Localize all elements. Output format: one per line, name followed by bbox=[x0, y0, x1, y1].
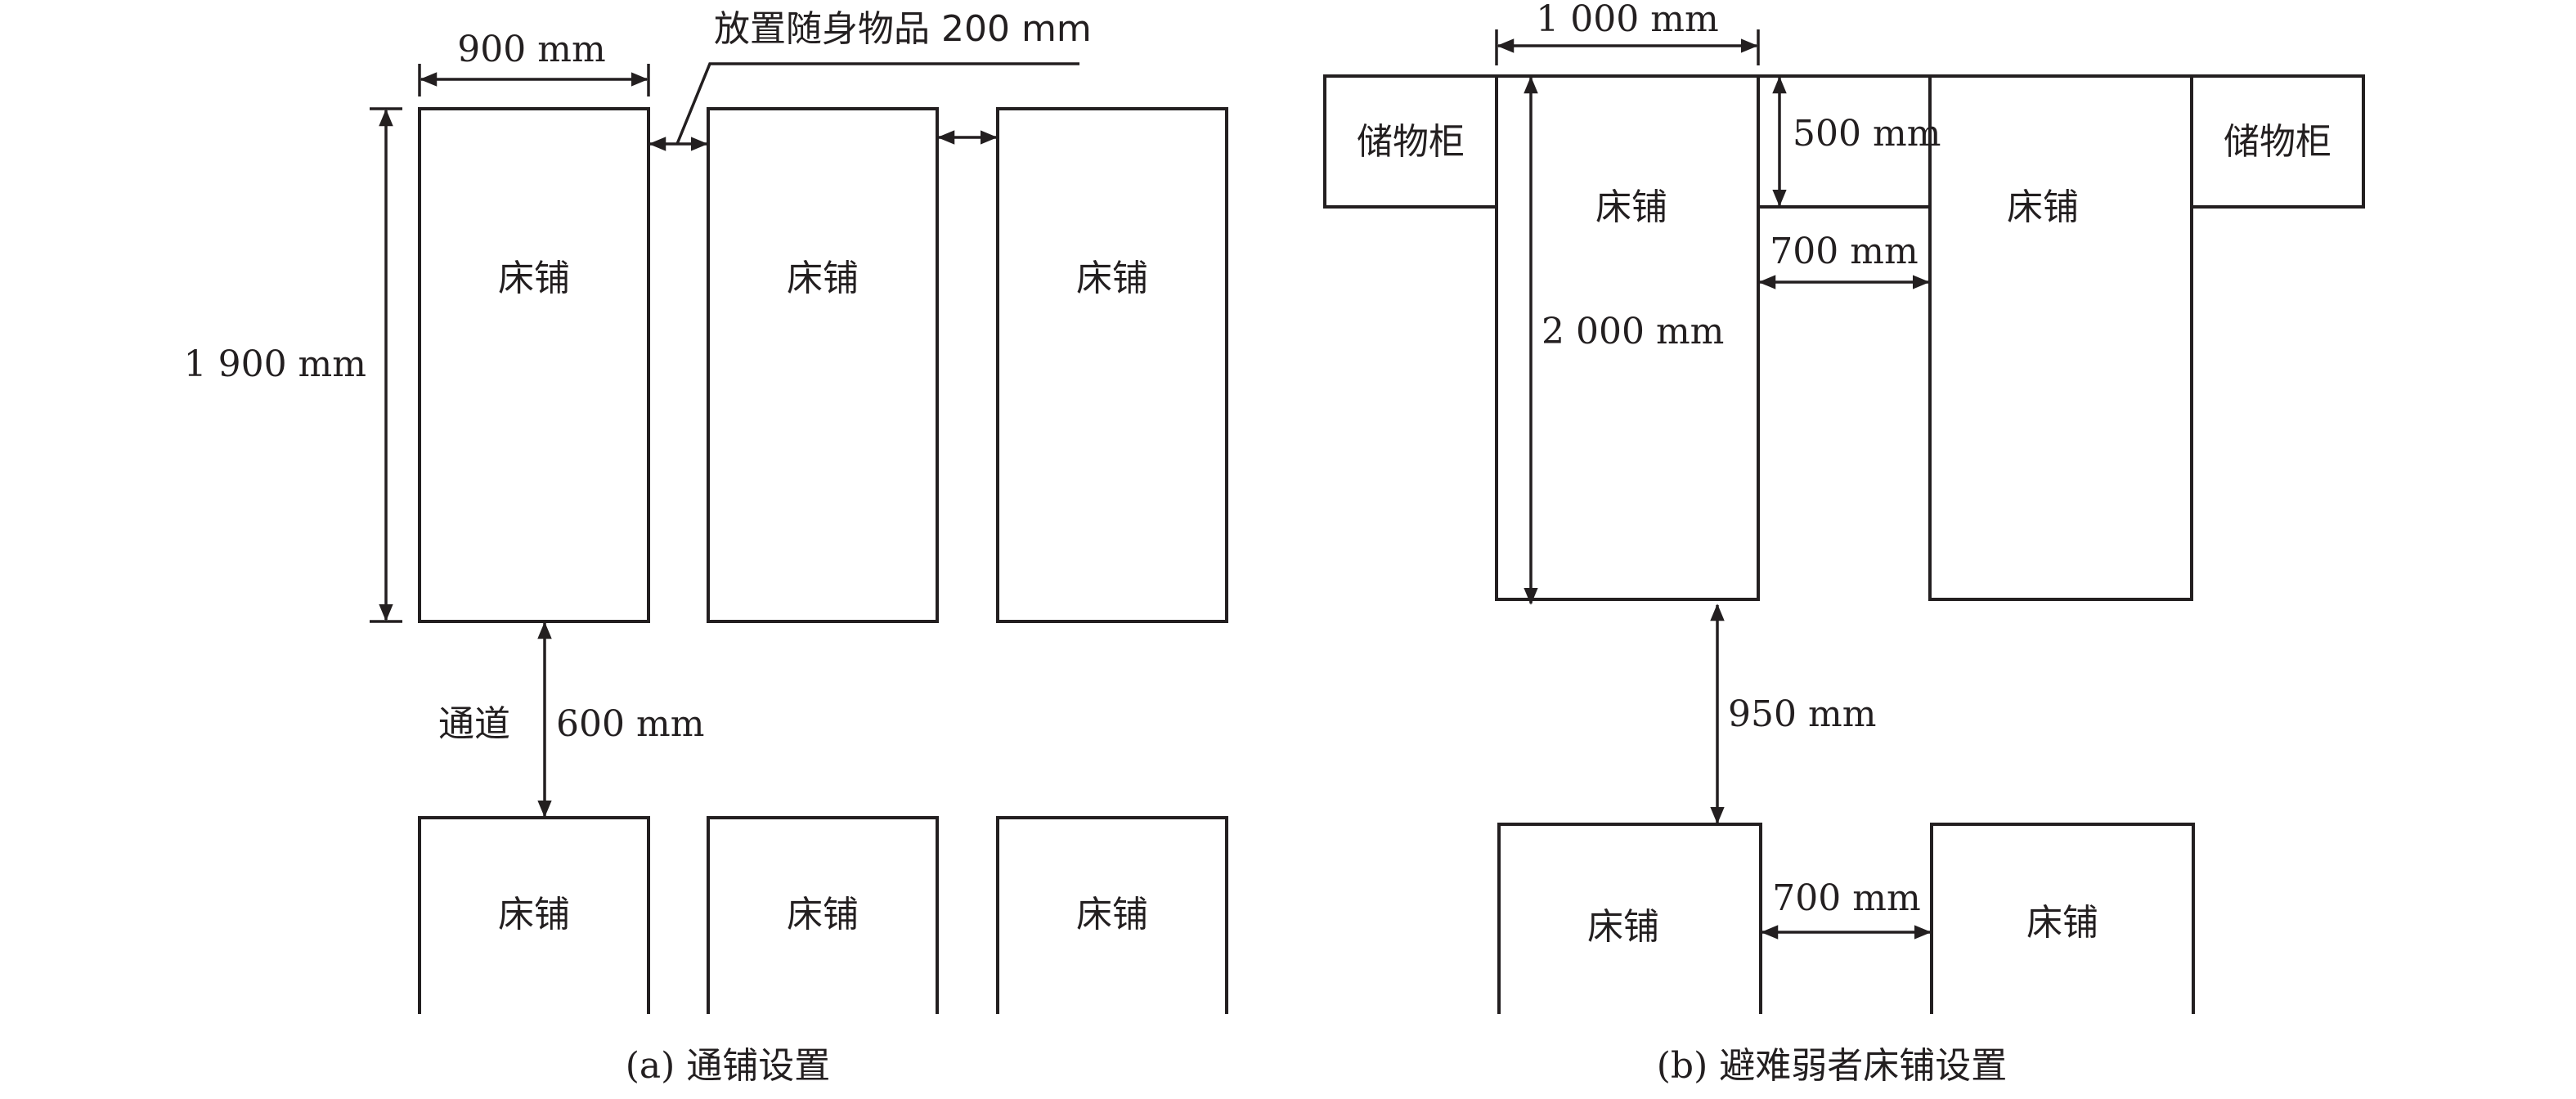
aisle-label: 通道 bbox=[438, 703, 510, 745]
bed-label: 床铺 bbox=[1587, 906, 1659, 948]
gap-label: 放置随身物品 200 mm bbox=[714, 8, 1092, 50]
height-dimension-b: 2 000 mm bbox=[1524, 76, 1724, 605]
aisle-dim-label: 600 mm bbox=[556, 703, 704, 745]
bed-a-top-2 bbox=[707, 107, 939, 623]
width-dimension-b: 1 000 mm bbox=[1495, 0, 1760, 65]
bed-b-top-2 bbox=[1928, 74, 2193, 601]
cabinet-dimension-b: 500 mm bbox=[1772, 76, 1941, 207]
cabinet-label: 储物柜 bbox=[2224, 121, 2331, 163]
bed-label: 床铺 bbox=[1076, 258, 1148, 299]
bed-label: 床铺 bbox=[1076, 894, 1148, 935]
bed-label: 床铺 bbox=[787, 894, 859, 935]
gap-dimension-b-top: 700 mm bbox=[1758, 231, 1930, 289]
height-label: 1 900 mm bbox=[184, 343, 366, 385]
aisle-dim-label: 950 mm bbox=[1728, 693, 1876, 735]
bed-a-top-3 bbox=[996, 107, 1228, 623]
aisle-dimension-b: 950 mm bbox=[1710, 603, 1876, 824]
height-label: 2 000 mm bbox=[1542, 311, 1724, 352]
bed-a-top-1 bbox=[418, 107, 650, 623]
gap-top-label: 700 mm bbox=[1770, 231, 1918, 272]
caption-b: (b) 避难弱者床铺设置 bbox=[1657, 1045, 2007, 1087]
aisle-dimension-a: 通道 600 mm bbox=[438, 621, 704, 818]
height-dimension-a: 1 900 mm bbox=[184, 107, 402, 623]
bed-label: 床铺 bbox=[1595, 186, 1667, 228]
cabinet-dim-label: 500 mm bbox=[1793, 113, 1941, 155]
width-label: 1 000 mm bbox=[1536, 0, 1718, 40]
crop-mask-b bbox=[1472, 1014, 2224, 1099]
bed-label: 床铺 bbox=[498, 894, 570, 935]
bed-b-top-1 bbox=[1495, 74, 1760, 601]
bed-label: 床铺 bbox=[2007, 186, 2079, 228]
bed-label: 床铺 bbox=[787, 258, 859, 299]
bed-label: 床铺 bbox=[498, 258, 570, 299]
caption-a: (a) 通铺设置 bbox=[626, 1045, 831, 1087]
cabinet-label: 储物柜 bbox=[1357, 121, 1465, 163]
panel-a: 床铺 床铺 床铺 床铺 床铺 床铺 900 mm 放置随身物品 200 mm 1 bbox=[184, 8, 1259, 1099]
crop-mask-a bbox=[393, 1014, 1259, 1099]
width-label: 900 mm bbox=[457, 29, 605, 70]
gap-dimension-b-bottom: 700 mm bbox=[1761, 877, 1932, 940]
bed-label: 床铺 bbox=[2026, 902, 2098, 944]
panel-b: 储物柜 储物柜 床铺 床铺 床铺 床铺 1 000 mm 500 mm 700 … bbox=[1323, 0, 2365, 1099]
gap-dimension-a-1: 放置随身物品 200 mm bbox=[648, 8, 1092, 151]
width-dimension-a: 900 mm bbox=[418, 29, 650, 96]
gap-bottom-label: 700 mm bbox=[1772, 877, 1920, 919]
